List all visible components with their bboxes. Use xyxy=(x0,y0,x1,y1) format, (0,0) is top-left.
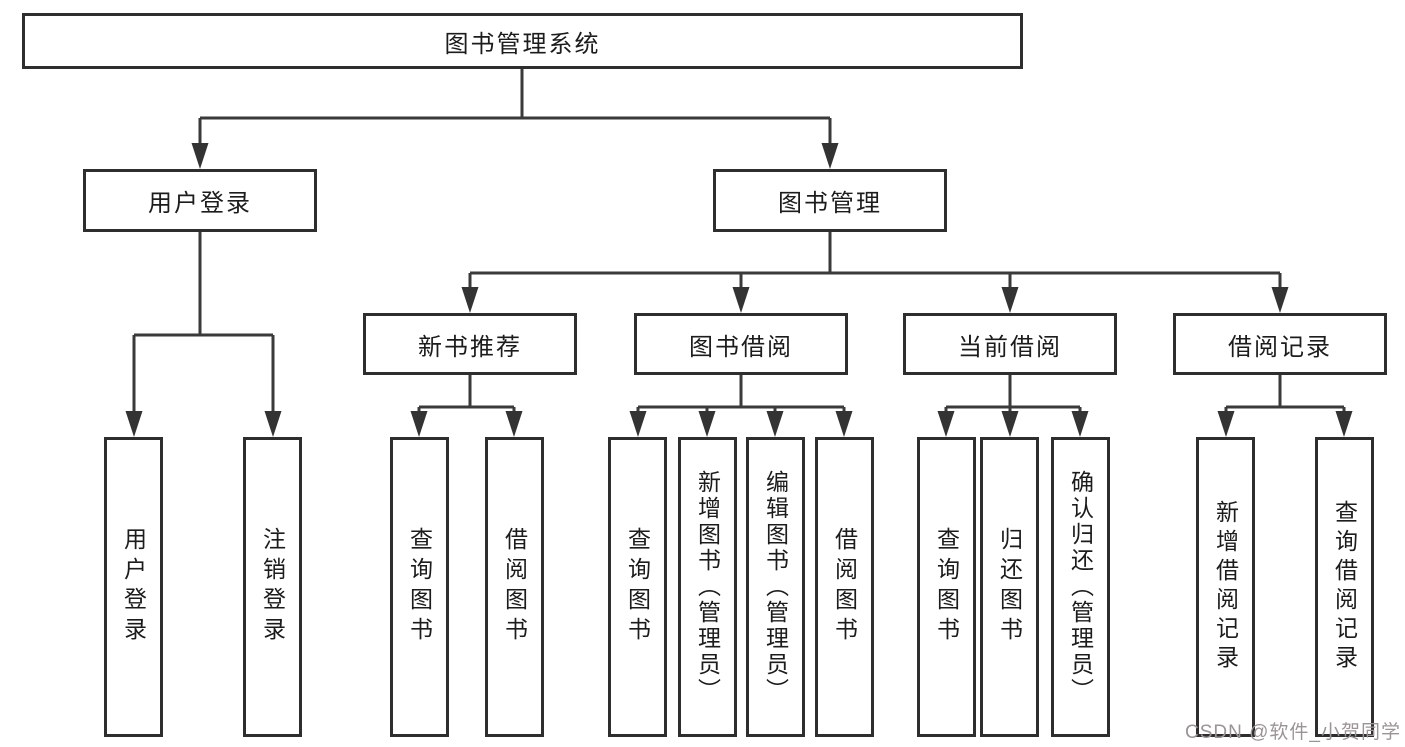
node-current-borrow: 当前借阅 xyxy=(903,313,1117,375)
leaf-borrow-books-recommend: 借阅图书 xyxy=(485,437,544,737)
node-root: 图书管理系统 xyxy=(22,13,1023,69)
node-book-management: 图书管理 xyxy=(713,169,947,232)
watermark: CSDN @软件_小贺同学 xyxy=(1185,722,1401,743)
node-book-borrow: 图书借阅 xyxy=(634,313,848,375)
leaf-confirm-return-admin: 确认归还（管理员） xyxy=(1051,437,1110,737)
leaf-add-borrow-record: 新增借阅记录 xyxy=(1196,437,1255,737)
node-new-book-recommend: 新书推荐 xyxy=(363,313,577,375)
leaf-logout: 注销登录 xyxy=(243,437,302,737)
leaf-query-borrow-record: 查询借阅记录 xyxy=(1315,437,1374,737)
leaf-borrow-books: 借阅图书 xyxy=(815,437,874,737)
leaf-query-books-recommend: 查询图书 xyxy=(390,437,449,737)
leaf-return-books: 归还图书 xyxy=(980,437,1039,737)
leaf-query-books-current: 查询图书 xyxy=(917,437,976,737)
node-borrow-records: 借阅记录 xyxy=(1173,313,1387,375)
node-user-login: 用户登录 xyxy=(83,169,317,232)
leaf-user-login: 用户登录 xyxy=(104,437,163,737)
leaf-edit-books-admin: 编辑图书（管理员） xyxy=(746,437,805,737)
leaf-add-books-admin: 新增图书（管理员） xyxy=(678,437,737,737)
leaf-query-books-borrow: 查询图书 xyxy=(608,437,667,737)
